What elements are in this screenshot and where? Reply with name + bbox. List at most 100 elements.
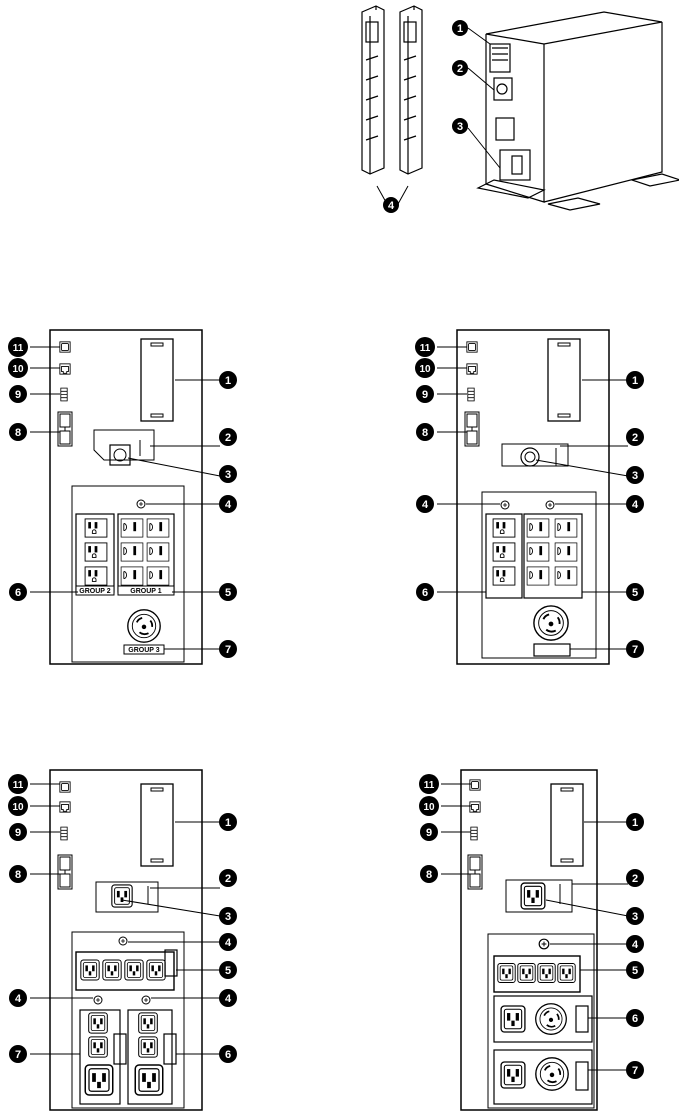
network-port-icon (469, 801, 481, 813)
svg-text:7: 7 (632, 1065, 638, 1077)
svg-text:1: 1 (225, 375, 231, 387)
breaker-icon (501, 443, 569, 467)
callout-top-4: 4 (383, 197, 399, 213)
svg-text:7: 7 (225, 644, 231, 656)
svg-text:2: 2 (457, 63, 463, 75)
svg-text:4: 4 (632, 499, 639, 511)
svg-text:1: 1 (457, 23, 463, 35)
twist-lock-outlet-icon (532, 604, 570, 642)
rear-panel-a (30, 329, 221, 665)
network-port-icon (59, 801, 71, 813)
serial-port-icon (466, 341, 478, 353)
serial-port-icon (469, 779, 481, 791)
svg-text:4: 4 (632, 939, 639, 951)
svg-text:2: 2 (225, 432, 231, 444)
ups-tower-icon (476, 11, 679, 211)
svg-text:5: 5 (632, 965, 638, 977)
svg-text:9: 9 (422, 389, 428, 401)
svg-text:5: 5 (632, 587, 638, 599)
serial-port-icon (59, 341, 71, 353)
svg-text:11: 11 (420, 343, 431, 354)
slot-card-icon (547, 338, 581, 422)
callouts-panel-a: 11 10 9 8 1 2 3 4 5 6 7 (8, 337, 237, 658)
svg-text:2: 2 (632, 432, 638, 444)
dry-contact-icon (60, 387, 68, 402)
callout-top-3: 3 (452, 118, 468, 134)
svg-text:6: 6 (422, 587, 428, 599)
svg-text:3: 3 (632, 470, 638, 482)
iec-outlet-icon (497, 962, 516, 984)
group-3-label: GROUP 3 (128, 647, 159, 654)
svg-text:1: 1 (632, 375, 638, 387)
svg-text:4: 4 (15, 993, 22, 1005)
svg-text:1: 1 (632, 817, 638, 829)
svg-text:3: 3 (225, 469, 231, 481)
svg-text:11: 11 (424, 780, 435, 791)
battery-connector-icon (57, 411, 73, 447)
svg-text:6: 6 (225, 1049, 231, 1061)
svg-text:6: 6 (632, 1013, 638, 1025)
svg-text:10: 10 (12, 364, 24, 375)
side-panel-icon (361, 5, 423, 175)
ground-screw-icon (500, 500, 510, 510)
input-socket-icon (95, 881, 159, 913)
dry-contact-icon (60, 826, 68, 841)
ups-tower-illustration (361, 5, 679, 211)
dry-contact-icon (467, 387, 475, 402)
svg-text:5: 5 (225, 965, 231, 977)
svg-text:5: 5 (225, 587, 231, 599)
svg-text:3: 3 (457, 121, 463, 133)
callout-top-1: 1 (452, 20, 468, 36)
svg-text:3: 3 (632, 911, 638, 923)
battery-connector-icon (464, 411, 480, 447)
slot-card-icon (140, 338, 174, 422)
svg-text:9: 9 (426, 827, 432, 839)
svg-text:8: 8 (422, 427, 428, 439)
svg-text:10: 10 (423, 802, 435, 813)
ground-screw-icon (538, 938, 550, 950)
svg-text:3: 3 (225, 911, 231, 923)
svg-text:4: 4 (388, 200, 395, 212)
svg-text:4: 4 (225, 993, 232, 1005)
svg-text:10: 10 (419, 364, 431, 375)
svg-text:4: 4 (422, 499, 429, 511)
twist-lock-outlet-icon (534, 1002, 568, 1036)
group-2-label: GROUP 2 (79, 588, 110, 595)
svg-text:9: 9 (15, 389, 21, 401)
callouts-panel-c: 11 10 9 8 1 2 3 4 5 4 4 7 6 (8, 774, 237, 1063)
input-socket-icon (505, 879, 573, 913)
callouts-panel-d: 11 10 9 8 1 2 3 4 5 6 7 (419, 774, 644, 1079)
serial-port-icon (59, 781, 71, 793)
svg-text:7: 7 (15, 1049, 21, 1061)
slot-card-icon (140, 783, 174, 867)
slot-card-icon (550, 783, 584, 867)
rear-panel-c (30, 769, 221, 1111)
svg-text:2: 2 (225, 873, 231, 885)
svg-text:10: 10 (12, 802, 24, 813)
iec-outlet-icon (80, 959, 100, 981)
group-1-label: GROUP 1 (130, 588, 161, 595)
svg-text:11: 11 (13, 343, 24, 354)
callouts-panel-b: 11 10 9 8 1 2 3 4 4 6 5 7 (415, 337, 644, 658)
battery-connector-icon (57, 854, 73, 890)
svg-text:8: 8 (15, 869, 21, 881)
svg-text:11: 11 (13, 780, 24, 791)
ground-screw-icon (118, 936, 128, 946)
rear-panel-b (437, 329, 629, 665)
ground-screw-icon (136, 499, 146, 509)
callout-top-2: 2 (452, 60, 468, 76)
breaker-icon (93, 429, 155, 466)
battery-connector-icon (467, 854, 483, 890)
network-port-icon (466, 363, 478, 375)
nema-outlet-icon (84, 518, 108, 538)
svg-text:8: 8 (426, 869, 432, 881)
svg-text:2: 2 (632, 873, 638, 885)
network-port-icon (59, 363, 71, 375)
svg-text:1: 1 (225, 817, 231, 829)
dry-contact-icon (470, 826, 478, 841)
twist-lock-outlet-icon (126, 608, 162, 644)
svg-text:6: 6 (15, 587, 21, 599)
rear-panel-d (441, 769, 629, 1111)
svg-text:7: 7 (632, 644, 638, 656)
